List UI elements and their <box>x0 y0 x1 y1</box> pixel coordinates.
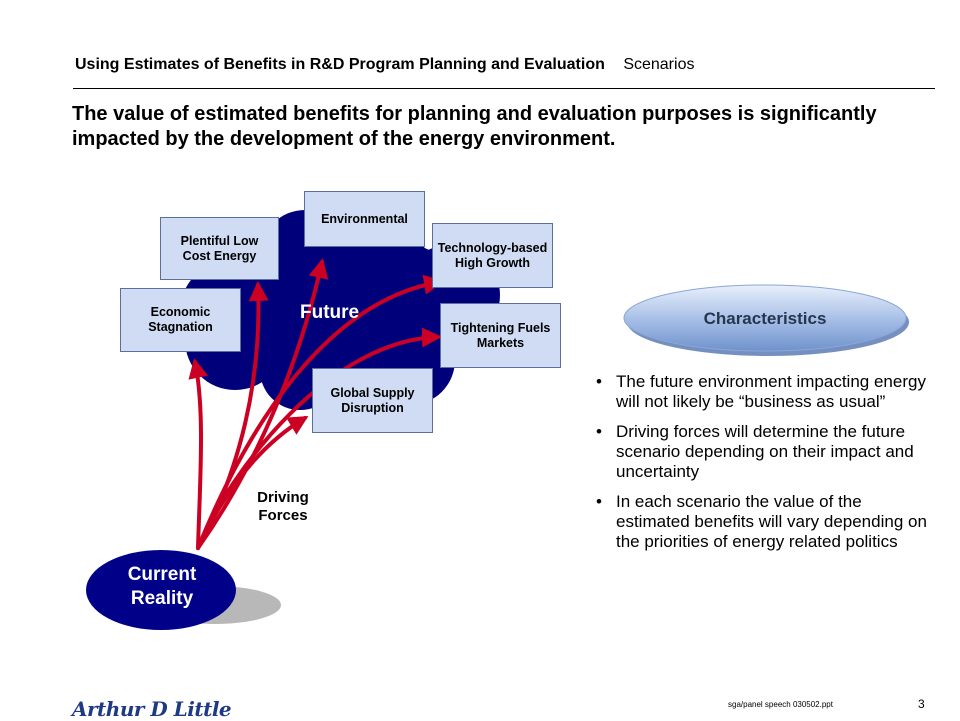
bullet-dot: • <box>596 492 602 511</box>
scenario-label-plentiful-low-cost-energy: Plentiful Low Cost Energy <box>180 233 259 263</box>
characteristics-pill <box>623 284 907 352</box>
scenario-label-economic-stagnation: Economic Stagnation <box>148 305 213 334</box>
scenario-box-tightening-fuels-markets: Tightening Fuels Markets <box>440 303 561 368</box>
scenario-box-economic-stagnation: Economic Stagnation <box>120 288 241 352</box>
scenario-box-environmental: Environmental <box>304 191 425 247</box>
page-number: 3 <box>918 697 925 711</box>
scenario-label-global-supply-disruption: Global Supply Disruption <box>330 385 415 415</box>
bullet-dot: • <box>596 422 602 441</box>
bullet-text: In each scenario the value of the estima… <box>616 492 927 551</box>
header-divider <box>73 88 935 89</box>
driving-forces-label: Driving Forces <box>257 489 309 524</box>
characteristics-list: • The future environment impacting energy… <box>596 372 936 562</box>
header: Using Estimates of Benefits in R&D Progr… <box>75 56 935 74</box>
arthur-d-little-logo: Arthur D Little <box>72 697 232 721</box>
arrow-to-economic-stagnation <box>188 358 209 550</box>
characteristics-title: Characteristics <box>703 309 827 328</box>
header-title: Using Estimates of Benefits in R&D Progr… <box>75 56 605 73</box>
scenario-box-global-supply-disruption: Global Supply Disruption <box>312 368 433 433</box>
current-reality-label: Current Reality <box>127 564 197 609</box>
future-label: Future <box>300 302 360 323</box>
list-item: • The future environment impacting energy… <box>596 372 936 412</box>
header-section: Scenarios <box>623 56 695 73</box>
driving-force-arrows <box>188 258 444 550</box>
scenario-box-plentiful-low-cost-energy: Plentiful Low Cost Energy <box>160 217 279 280</box>
arrow-to-technology-high-growth <box>196 274 444 550</box>
scenario-label-technology-based-high-growth: Technology-based High Growth <box>437 240 548 270</box>
arrow-to-global-supply-disruption <box>196 415 309 550</box>
bullet-text: The future environment impacting energy … <box>616 372 926 411</box>
file-name: sga/panel speech 030502.ppt <box>728 700 833 709</box>
current-reality-ellipse <box>86 550 236 630</box>
bullet-text: Driving forces will determine the future… <box>616 422 914 481</box>
list-item: • Driving forces will determine the futur… <box>596 422 936 482</box>
arrow-to-environmental <box>196 258 329 550</box>
scenario-label-environmental: Environmental <box>321 211 408 226</box>
scenario-label-tightening-fuels-markets: Tightening Fuels Markets <box>450 320 551 350</box>
headline: The value of estimated benefits for plan… <box>72 103 877 150</box>
bullet-dot: • <box>596 372 602 391</box>
list-item: • In each scenario the value of the estim… <box>596 492 936 552</box>
scenario-box-technology-based-high-growth: Technology-based High Growth <box>432 223 553 288</box>
